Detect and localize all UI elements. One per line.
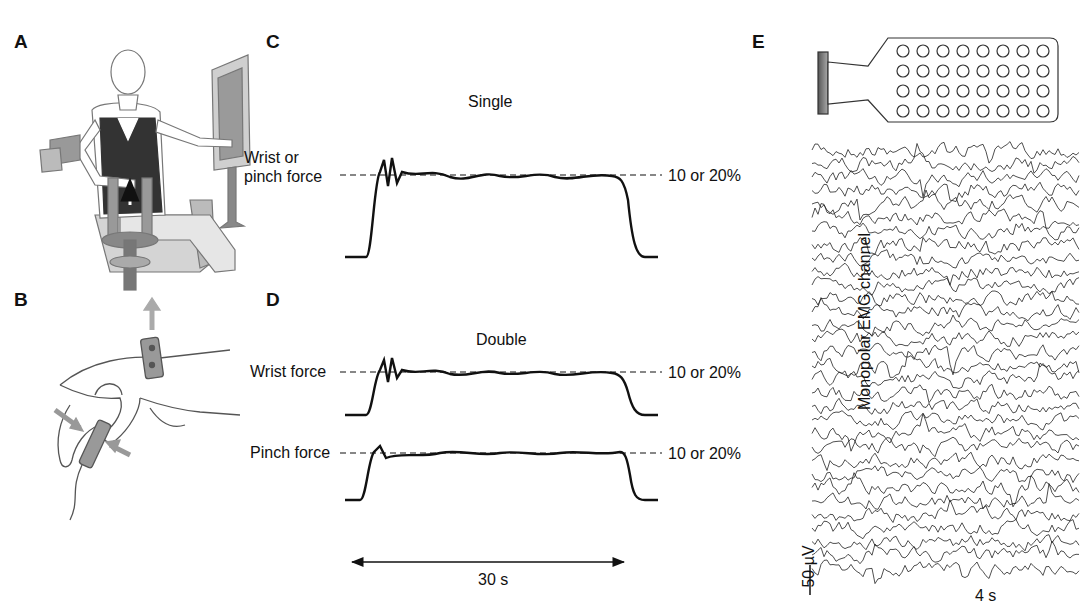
panel-letter: B (14, 290, 28, 309)
panel-letter: C (266, 32, 280, 51)
target-level: 10 or 20% (666, 166, 743, 185)
panel-letter: A (14, 32, 28, 51)
emg-traces (812, 142, 1079, 584)
electrode-grid (818, 38, 1058, 122)
subject-illustration (40, 50, 250, 290)
condition-title: Single (468, 92, 512, 111)
axis-label: Monopolar EMG channel (854, 233, 873, 410)
panel-letter: D (266, 290, 280, 309)
duration-label: 30 s (478, 570, 508, 589)
target-level: 10 or 20% (666, 363, 743, 382)
scale-label: 50 µV (798, 545, 817, 587)
force-traces (340, 158, 662, 562)
axis-label: Wrist force (250, 362, 326, 381)
axis-label: Pinch force (250, 443, 330, 462)
scale-label: 4 s (975, 586, 996, 605)
condition-title: Double (476, 330, 527, 349)
axis-label: Wrist or pinch force (244, 148, 336, 186)
target-level: 10 or 20% (666, 444, 743, 463)
panel-letter: E (752, 32, 765, 51)
hand-illustration (55, 298, 240, 520)
